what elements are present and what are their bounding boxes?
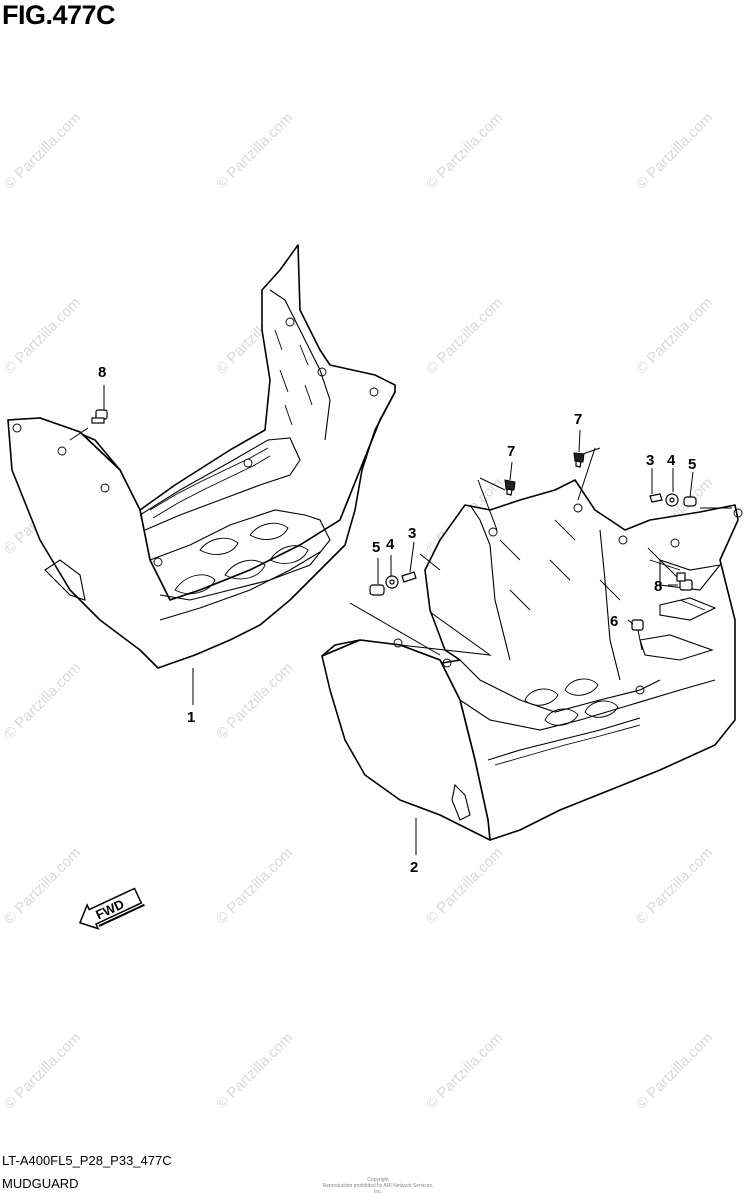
copyright-line-1: Copyright bbox=[367, 1177, 389, 1183]
callout-8-right: 8 bbox=[654, 578, 662, 595]
copyright-line-2: Reproduction prohibited by ARI Network S… bbox=[322, 1183, 434, 1195]
hardware-fasteners bbox=[69, 409, 697, 651]
watermark-text: © Partzilla.com bbox=[633, 294, 716, 377]
footer-model-code: LT-A400FL5_P28_P33_477C bbox=[2, 1153, 172, 1168]
bolt-6[interactable] bbox=[631, 619, 644, 651]
watermark-text: © Partzilla.com bbox=[423, 294, 506, 377]
callout-5-left: 5 bbox=[372, 539, 380, 556]
fastener-set-left[interactable] bbox=[369, 571, 417, 596]
clip-7-a[interactable] bbox=[504, 479, 516, 496]
copyright-note: Copyright Reproduction prohibited by ARI… bbox=[318, 1177, 438, 1195]
watermark-text: © Partzilla.com bbox=[1, 844, 84, 927]
fwd-label: FWD bbox=[93, 896, 126, 922]
callouts: 8 1 2 5 4 3 7 7 3 4 5 6 8 bbox=[98, 364, 696, 876]
callout-5-right: 5 bbox=[688, 456, 696, 473]
bolt-8-right[interactable] bbox=[676, 572, 693, 591]
figure-title: FIG.477C bbox=[2, 0, 116, 30]
watermark-text: © Partzilla.com bbox=[1, 109, 84, 192]
callout-6: 6 bbox=[610, 613, 618, 630]
watermark-text: © Partzilla.com bbox=[213, 659, 296, 742]
watermark-text: © Partzilla.com bbox=[633, 109, 716, 192]
watermark-text: © Partzilla.com bbox=[633, 1029, 716, 1112]
watermark-text: © Partzilla.com bbox=[213, 109, 296, 192]
mudguard-left-part-1[interactable] bbox=[7, 244, 396, 669]
bolt-8-left[interactable] bbox=[69, 409, 108, 441]
watermark-text: © Partzilla.com bbox=[423, 109, 506, 192]
watermark-text: © Partzilla.com bbox=[423, 1029, 506, 1112]
leader-lines bbox=[103, 385, 694, 855]
callout-7-b: 7 bbox=[574, 411, 582, 428]
footer-part-name: MUDGUARD bbox=[2, 1176, 79, 1191]
callout-2: 2 bbox=[410, 859, 418, 876]
callout-4-right: 4 bbox=[667, 452, 676, 469]
watermark-text: © Partzilla.com bbox=[1, 659, 84, 742]
watermark-text: © Partzilla.com bbox=[423, 844, 506, 927]
watermark-text: © Partzilla.com bbox=[213, 1029, 296, 1112]
clip-7-b[interactable] bbox=[573, 452, 585, 468]
callout-4-left: 4 bbox=[386, 536, 395, 553]
watermark-text: © Partzilla.com bbox=[1, 1029, 84, 1112]
callout-3-left: 3 bbox=[408, 525, 416, 542]
watermark-text: © Partzilla.com bbox=[1, 294, 84, 377]
watermark-text: © Partzilla.com bbox=[213, 844, 296, 927]
callout-3-right: 3 bbox=[646, 452, 654, 469]
watermark-text: © Partzilla.com bbox=[633, 844, 716, 927]
mudguard-right-part-2[interactable] bbox=[321, 479, 743, 841]
fwd-arrow-icon: FWD bbox=[78, 887, 145, 930]
callout-1: 1 bbox=[187, 709, 195, 726]
callout-8-left: 8 bbox=[98, 364, 106, 381]
callout-7-a: 7 bbox=[507, 443, 515, 460]
